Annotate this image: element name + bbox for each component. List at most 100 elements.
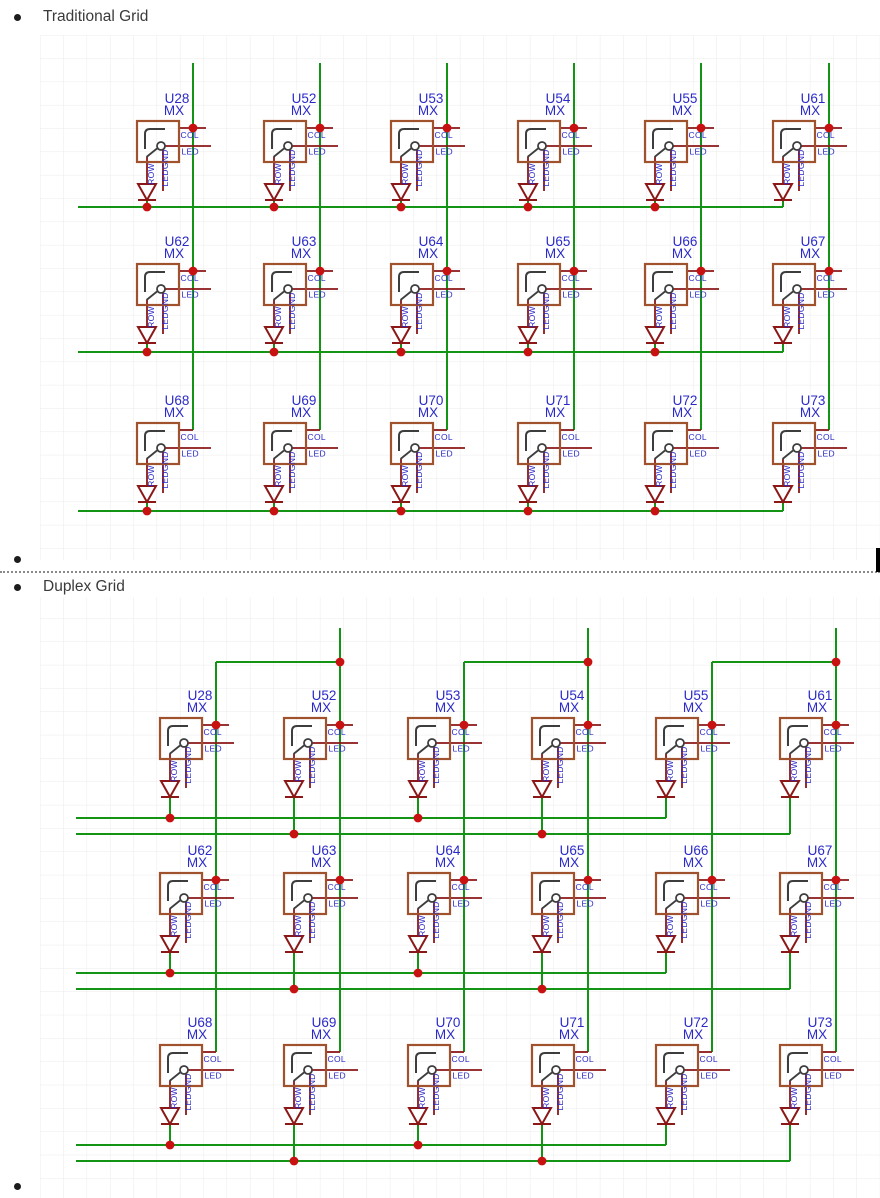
switch-lever: [664, 1071, 677, 1082]
pin-label-ledgnd: LEDGND: [160, 451, 170, 488]
pin-label-led: LED: [309, 147, 326, 157]
value-label: MX: [291, 405, 311, 420]
pin-label-led: LED: [818, 449, 835, 459]
value-label: MX: [435, 855, 455, 870]
reference-label: U68: [188, 1015, 213, 1030]
pin-label-ledgnd: LEDGND: [679, 1073, 689, 1110]
pin-label-led: LED: [436, 147, 453, 157]
switch-pole: [664, 284, 674, 294]
junction-dot: [583, 875, 593, 885]
junction-dot: [396, 202, 406, 212]
switch-lever: [540, 744, 553, 755]
reference-label: U68: [165, 393, 190, 408]
reference-label: U67: [801, 234, 826, 249]
pin-label-col: COL: [204, 727, 222, 737]
pin-label-led: LED: [453, 1071, 470, 1081]
switch-contact: [167, 725, 188, 746]
junction-dot: [269, 506, 279, 516]
switch-pole: [675, 738, 685, 748]
value-label: MX: [311, 1027, 331, 1042]
reference-label: U67: [808, 843, 833, 858]
switch-contact: [271, 430, 292, 451]
switch-contact: [652, 271, 673, 292]
pin-label-led: LED: [818, 290, 835, 300]
pin-label-col: COL: [824, 727, 842, 737]
switch-body: [771, 421, 817, 466]
reference-label: U69: [312, 1015, 337, 1030]
switch-contact: [652, 128, 673, 149]
diode: [390, 326, 412, 346]
junction-dot: [650, 506, 660, 516]
pin-label-ledgnd: LEDGND: [307, 1073, 317, 1110]
switch-body: [771, 119, 817, 164]
junction-dot: [413, 968, 423, 978]
pin-label-col: COL: [204, 1054, 222, 1064]
scrollbar-thumb[interactable]: [876, 548, 880, 572]
pin-label-led: LED: [453, 744, 470, 754]
switch-contact: [539, 725, 560, 746]
pin-label-row: ROW: [273, 163, 283, 185]
switch-pole: [551, 893, 561, 903]
pin-label-col: COL: [181, 273, 199, 283]
pin-label-led: LED: [563, 290, 580, 300]
switch-body: [516, 262, 562, 307]
switch-contact: [415, 725, 436, 746]
reference-label: U52: [292, 91, 317, 106]
switch-pole: [551, 738, 561, 748]
pin-label-led: LED: [701, 1071, 718, 1081]
switch-lever: [272, 147, 285, 158]
switch-lever: [416, 744, 429, 755]
reference-label: U63: [312, 843, 337, 858]
value-label: MX: [672, 246, 692, 261]
junction-dots: [165, 657, 841, 1166]
value-label: MX: [683, 1027, 703, 1042]
switch-body: [771, 262, 817, 307]
switch-body: [406, 716, 452, 761]
pin-label-col: COL: [700, 727, 718, 737]
reference-label: U72: [684, 1015, 709, 1030]
switch-contact: [398, 128, 419, 149]
switch-contact: [144, 430, 165, 451]
switch-body: [530, 716, 576, 761]
junction-dot: [165, 968, 175, 978]
value-label: MX: [418, 246, 438, 261]
list-bullet: [14, 584, 21, 591]
switch-contact: [539, 880, 560, 901]
value-label: MX: [291, 246, 311, 261]
junction-dot: [523, 202, 533, 212]
pin-label-col: COL: [452, 1054, 470, 1064]
pin-label-ledgnd: LEDGND: [796, 292, 806, 329]
value-label: MX: [672, 103, 692, 118]
switch-body: [135, 262, 181, 307]
switch-body: [135, 119, 181, 164]
diode: [283, 1107, 305, 1127]
switch-pole: [537, 443, 547, 453]
value-label: MX: [164, 405, 184, 420]
value-label: MX: [683, 700, 703, 715]
reference-label: U61: [808, 688, 833, 703]
value-label: MX: [164, 103, 184, 118]
switch-contact: [787, 725, 808, 746]
pin-label-ledgnd: LEDGND: [668, 149, 678, 186]
junction-dots: [142, 123, 834, 516]
pin-label-col: COL: [452, 727, 470, 737]
pin-label-led: LED: [701, 744, 718, 754]
switch-contact: [291, 1052, 312, 1073]
pin-label-ledgnd: LEDGND: [307, 901, 317, 938]
pin-label-col: COL: [181, 130, 199, 140]
pin-label-row: ROW: [789, 1087, 799, 1109]
switch-body: [654, 716, 700, 761]
switch-contact: [144, 128, 165, 149]
reference-label: U54: [546, 91, 571, 106]
switch-lever: [145, 290, 158, 301]
